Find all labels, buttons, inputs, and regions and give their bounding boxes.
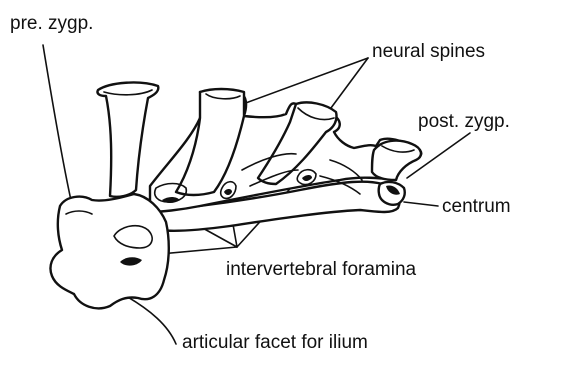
anterior-vertebra: [50, 194, 168, 308]
label-intervertebral-foramina: intervertebral foramina: [226, 260, 416, 279]
leader-neural-spine-1: [243, 58, 368, 104]
label-centrum: centrum: [442, 197, 511, 216]
label-pre-zygapophysis: pre. zygp.: [10, 14, 93, 33]
pre-zygapophysis-pillar: [97, 83, 158, 197]
label-post-zygapophysis: post. zygp.: [418, 112, 510, 131]
leader-articular-facet: [126, 296, 176, 344]
label-neural-spines: neural spines: [372, 42, 485, 61]
leader-pre-zygp: [43, 45, 72, 205]
leader-centrum: [404, 202, 438, 206]
label-articular-facet: articular facet for ilium: [182, 333, 368, 352]
